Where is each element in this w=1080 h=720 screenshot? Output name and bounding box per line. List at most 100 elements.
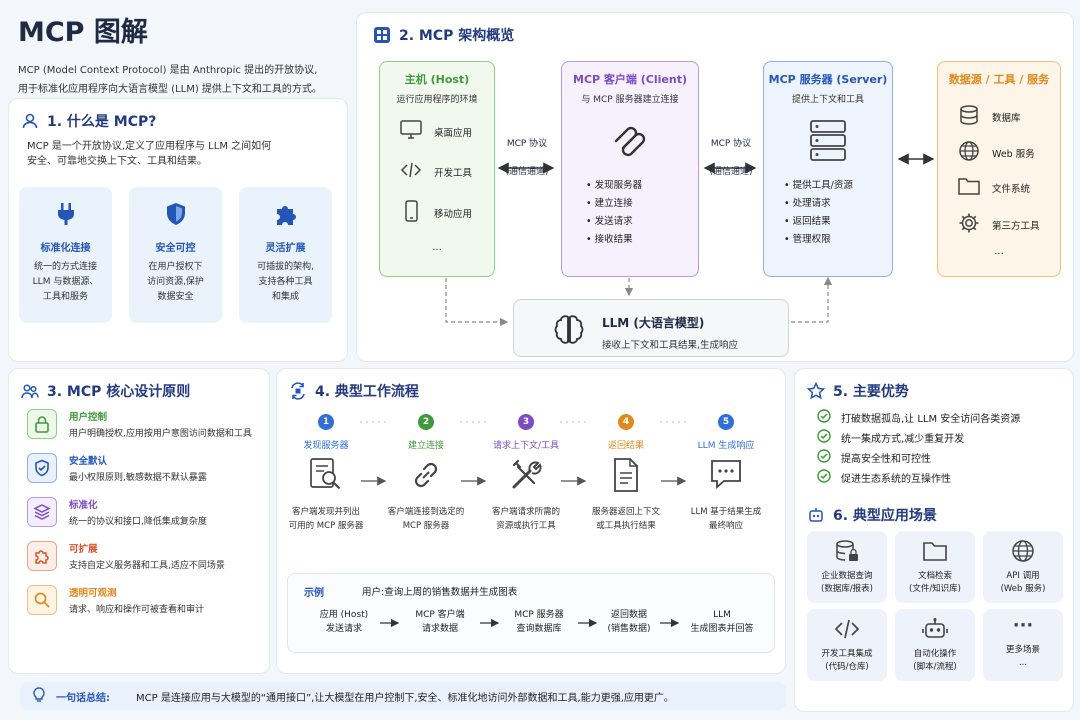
- protocol-label-2: MCP 协议 (通信通道): [701, 137, 761, 179]
- workflow-step-4: 4 返回结果 服务器返回上下文或工具执行结果: [581, 414, 671, 533]
- example-label: 示例: [304, 588, 324, 599]
- protocol-label-1-line-1: MCP 协议: [506, 139, 548, 149]
- section-2-title: 2. MCP 架构概览: [399, 28, 515, 44]
- host-item-label: 开发工具: [434, 167, 473, 179]
- scenario-api-call: API 调用(Web 服务): [983, 531, 1063, 603]
- robot-icon: [807, 506, 825, 524]
- host-box: 主机 (Host) 运行应用程序的环境 桌面应用 开发工具 移动应用 ...: [379, 61, 495, 277]
- principle-title: 可扩展: [69, 544, 98, 555]
- monitor-icon: [400, 120, 422, 143]
- tools-icon: [481, 457, 571, 497]
- step-number: 4: [618, 414, 634, 430]
- principle-title: 标准化: [69, 500, 98, 511]
- folder-icon: [958, 176, 980, 199]
- section-architecture: 2. MCP 架构概览 主机 (Host) 运行应用程序的环境 桌面应用 开发工…: [356, 12, 1074, 362]
- page-title: MCP 图解: [18, 17, 148, 48]
- layers-icon: [27, 497, 57, 527]
- protocol-label-1-line-2: (通信通道): [505, 167, 549, 177]
- feature-title: 标准化连接: [40, 243, 91, 254]
- host-item-label: 移动应用: [434, 208, 473, 220]
- example-flow-host: 应用 (Host)发送请求: [319, 610, 369, 634]
- step-title: LLM 生成响应: [697, 441, 755, 451]
- step-desc: 客户端发现并列出可用的 MCP 服务器: [288, 507, 364, 531]
- advantage-item: 促进生态系统的互操作性: [817, 467, 1020, 487]
- host-item-desktop: 桌面应用: [400, 120, 472, 143]
- workflow-step-3: 3 请求上下文/工具 客户端请求所需的资源或执行工具: [481, 414, 571, 533]
- workflow-example: 示例 用户:查询上周的销售数据并生成图表 应用 (Host)发送请求 MCP 客…: [287, 573, 775, 653]
- principle-extensible: 可扩展支持自定义服务器和工具,适应不同场景: [27, 541, 225, 571]
- section-1-description: MCP 是一个开放协议,定义了应用程序与 LLM 之间如何 安全、可靠地交换上下…: [27, 139, 271, 169]
- summary-text: MCP 是连接应用与大模型的“通用接口”,让大模型在用户控制下,安全、标准化地访…: [136, 692, 674, 704]
- section-6-title: 6. 典型应用场景: [833, 508, 937, 524]
- robot-icon: [895, 617, 975, 645]
- section-6-heading: 6. 典型应用场景: [807, 505, 937, 525]
- principle-desc: 请求、响应和操作可被查看和审计: [69, 605, 205, 615]
- example-arrows: [380, 618, 680, 628]
- step-title: 建立连接: [407, 441, 444, 451]
- workflow-step-5: 5 LLM 生成响应 LLM 基于结果生成最终响应: [681, 414, 771, 533]
- server-title: MCP 服务器 (Server): [768, 73, 888, 86]
- section-1-heading: 1. 什么是 MCP?: [21, 111, 156, 131]
- folder-icon: [895, 539, 975, 567]
- data-sources-title: 数据源 / 工具 / 服务: [948, 73, 1050, 86]
- protocol-label-2-line-1: MCP 协议: [710, 139, 752, 149]
- check-circle-icon: [817, 408, 831, 426]
- scenario-document-search: 文档检索(文件/知识库): [895, 531, 975, 603]
- section-3-title: 3. MCP 核心设计原则: [47, 384, 191, 400]
- section-design-principles: 3. MCP 核心设计原则 用户控制用户明确授权,应用按用户意图访问数据和工具 …: [8, 368, 270, 674]
- section-1-desc-line-2: 安全、可靠地交换上下文、工具和结果。: [27, 156, 207, 167]
- section-workflow: 4. 典型工作流程 1 发现服务器 客户端发现并列出可用的 MCP 服务器 2 …: [276, 368, 786, 674]
- host-item-label: 桌面应用: [434, 127, 473, 139]
- section-what-is-mcp: 1. 什么是 MCP? MCP 是一个开放协议,定义了应用程序与 LLM 之间如…: [8, 98, 348, 362]
- host-more: ...: [432, 242, 442, 253]
- principle-title: 用户控制: [69, 412, 108, 423]
- step-number: 3: [518, 414, 534, 430]
- section-advantages-scenarios: 5. 主要优势 打破数据孤岛,让 LLM 安全访问各类资源 统一集成方式,减少重…: [794, 368, 1074, 712]
- data-item-filesystem: 文件系统: [958, 176, 1030, 199]
- magnifier-icon: [27, 585, 57, 615]
- data-item-web: Web 服务: [958, 140, 1035, 165]
- server-subtitle: 提供上下文和工具: [791, 95, 864, 105]
- step-number: 2: [418, 414, 434, 430]
- check-circle-icon: [817, 468, 831, 486]
- star-icon: [807, 382, 825, 400]
- step-desc: 客户端请求所需的资源或执行工具: [491, 507, 560, 531]
- principle-standardization: 标准化统一的协议和接口,降低集成复杂度: [27, 497, 207, 527]
- step-desc: 服务器返回上下文或工具执行结果: [591, 507, 660, 531]
- principle-title: 透明可观测: [69, 588, 117, 599]
- host-item-mobile: 移动应用: [400, 200, 472, 225]
- principle-secure-default: 安全默认最小权限原则,敏感数据不默认暴露: [27, 453, 207, 483]
- llm-text: LLM (大语言模型) 接收上下文和工具结果,生成响应: [602, 314, 738, 351]
- page-header: MCP 图解 MCP (Model Context Protocol) 是由 A…: [18, 10, 322, 95]
- principle-desc: 用户明确授权,应用按用户意图访问数据和工具: [69, 429, 252, 439]
- step-title: 返回结果: [607, 441, 644, 451]
- ellipsis-icon: ···: [1012, 615, 1034, 636]
- section-2-heading: 2. MCP 架构概览: [373, 25, 514, 45]
- step-title: 请求上下文/工具: [492, 441, 560, 451]
- brain-icon: [552, 312, 586, 350]
- protocol-label-2-line-2: (通信通道): [709, 167, 753, 177]
- llm-server-dashed: [791, 276, 833, 323]
- server-rack-icon: [764, 119, 892, 167]
- section-4-title: 4. 典型工作流程: [315, 384, 419, 400]
- puzzle-icon: [239, 201, 332, 231]
- client-functions: • 发现服务器• 建立连接• 发送请求• 接收结果: [586, 180, 643, 245]
- page-subtitle-2: 用于标准化应用程序向大语言模型 (LLM) 提供上下文和工具的方式。: [18, 84, 322, 95]
- check-circle-icon: [817, 428, 831, 446]
- server-functions: • 提供工具/资源• 处理请求• 返回结果• 管理权限: [784, 180, 853, 245]
- client-box: MCP 客户端 (Client) 与 MCP 服务器建立连接 • 发现服务器• …: [561, 61, 699, 277]
- section-5-title: 5. 主要优势: [833, 384, 909, 400]
- data-item-label: 数据库: [992, 112, 1021, 124]
- data-item-label: 文件系统: [992, 183, 1031, 195]
- client-title: MCP 客户端 (Client): [573, 73, 687, 86]
- scenario-more: ··· 更多场景...: [983, 609, 1063, 681]
- shield-icon: [129, 201, 222, 231]
- section-1-title: 1. 什么是 MCP?: [47, 114, 157, 130]
- feature-desc: 可插拔的架构,支持各种工具和集成: [257, 262, 314, 302]
- data-item-thirdparty: 第三方工具: [958, 212, 1040, 237]
- data-sources-box: 数据源 / 工具 / 服务 数据库 Web 服务 文件系统 第三方工具 ...: [937, 61, 1061, 277]
